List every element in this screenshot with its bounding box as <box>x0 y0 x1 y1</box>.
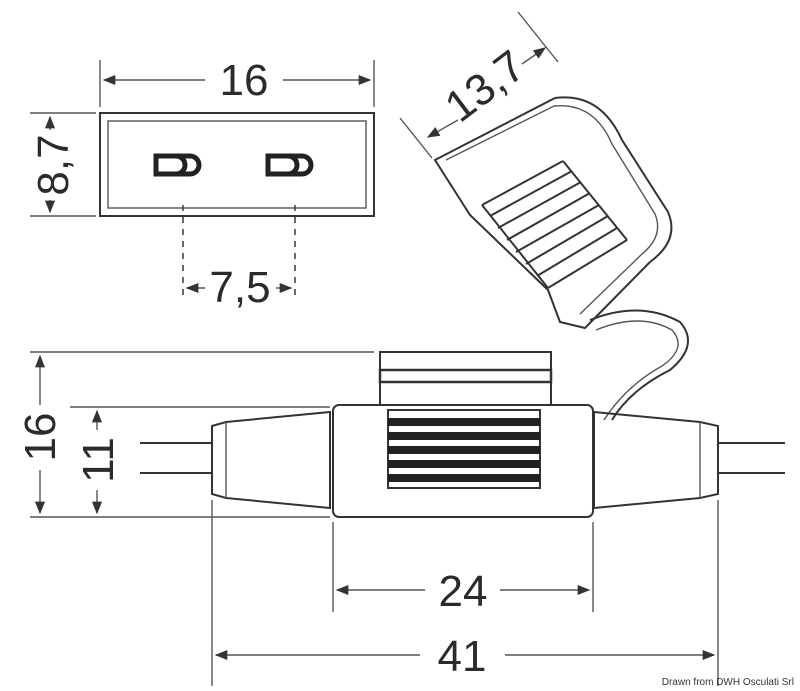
dim-body-length: 24 <box>439 567 488 616</box>
body-grip-ribs <box>388 418 540 482</box>
cover-cap: 13,7 <box>399 11 689 421</box>
pin-slot-right <box>265 153 314 177</box>
top-view: 16 8,7 7,5 <box>29 56 375 312</box>
hinge-strap <box>589 309 689 421</box>
dim-cap-width: 13,7 <box>436 41 534 132</box>
cap-inner-outline <box>445 104 659 315</box>
hinge-strap-inner <box>595 320 679 421</box>
dim-overall-length: 41 <box>438 632 487 681</box>
dim-pin-spacing: 7,5 <box>209 263 270 312</box>
dim-overall-height: 16 <box>16 413 65 462</box>
sleeve-left <box>211 410 331 510</box>
pin-slot-left <box>153 153 202 177</box>
cap-band <box>378 368 553 384</box>
dim-body-height: 11 <box>74 437 123 483</box>
credit-text: Drawn from DWH Osculati Srl <box>661 677 794 688</box>
extension-line <box>399 117 433 159</box>
cap-grip-ribs <box>481 160 628 289</box>
extension-line <box>517 11 559 63</box>
cap-block <box>379 351 552 406</box>
socket-inner-outline <box>107 120 367 209</box>
dimension-line <box>521 47 547 65</box>
socket-outer-outline <box>99 112 375 217</box>
side-view: 16 11 24 41 <box>16 351 785 686</box>
dimension-line <box>426 119 459 138</box>
cap-outline <box>433 96 673 330</box>
dim-top-width: 16 <box>220 56 269 105</box>
dim-top-height: 8,7 <box>29 134 78 195</box>
